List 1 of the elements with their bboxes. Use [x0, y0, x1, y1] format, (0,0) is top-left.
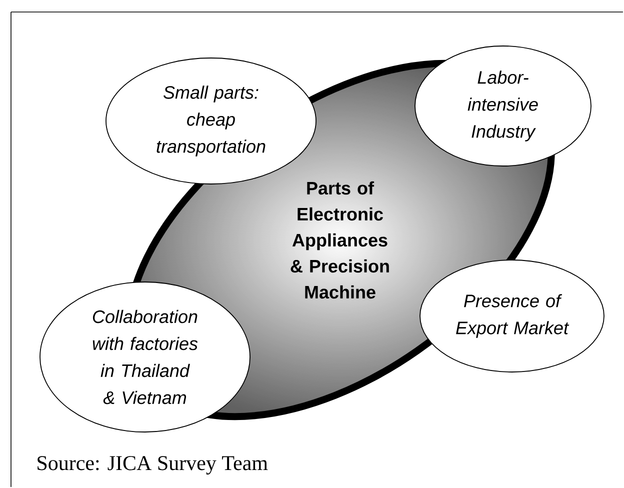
source-note: Source: JICA Survey Team [38, 456, 268, 475]
